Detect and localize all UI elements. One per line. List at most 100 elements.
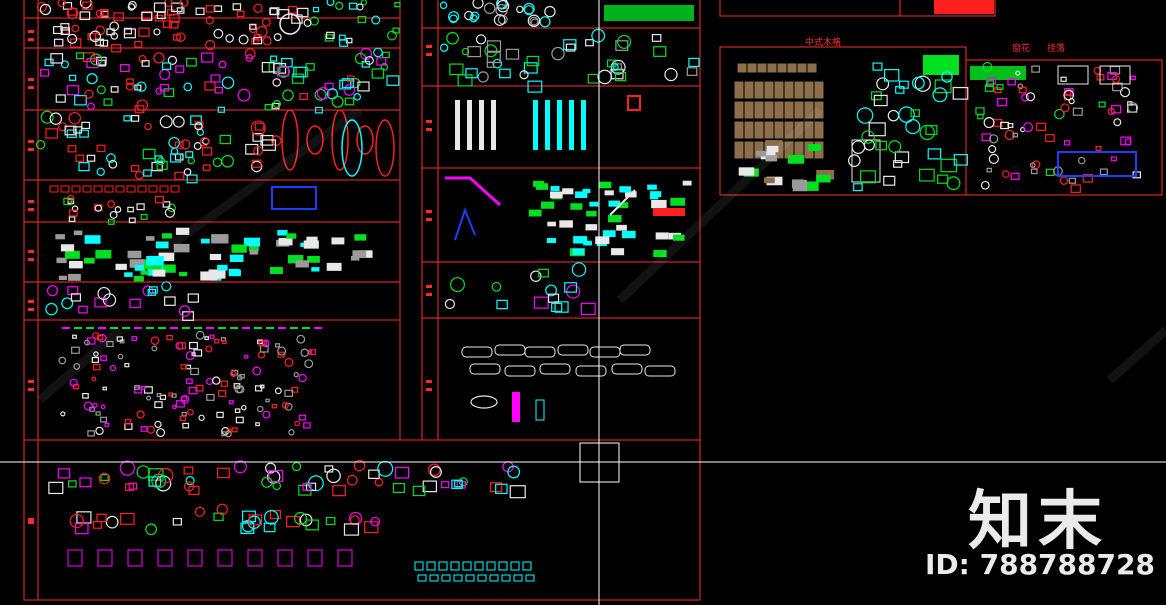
cad-block — [486, 561, 496, 571]
row-label-mark — [28, 200, 34, 203]
cad-block — [278, 237, 293, 246]
cad-block — [281, 401, 289, 409]
cad-block — [263, 522, 276, 533]
cad-block — [263, 510, 279, 525]
cad-block — [353, 93, 362, 101]
cad-block — [294, 420, 300, 427]
cad-block — [74, 523, 89, 535]
cad-block — [497, 14, 508, 25]
cad-block — [570, 203, 583, 210]
cad-block — [100, 474, 109, 482]
cad-block — [157, 549, 173, 567]
cad-block — [125, 82, 134, 91]
cad-block — [95, 9, 104, 18]
cad-block — [104, 185, 114, 193]
cad-block — [69, 513, 84, 529]
cad-block — [495, 483, 508, 494]
cad-block — [96, 85, 106, 95]
cad-block — [1030, 168, 1038, 175]
cad-block — [414, 561, 424, 571]
cad-block — [234, 408, 241, 414]
cad-block — [348, 2, 358, 10]
cad-block — [1111, 105, 1122, 114]
cad-block — [757, 63, 767, 73]
cad-block — [341, 78, 354, 89]
cad-block — [274, 387, 282, 395]
cad-block — [45, 128, 59, 139]
cad-block — [296, 7, 309, 18]
cad-block — [767, 63, 777, 73]
cad-block — [257, 339, 263, 345]
cad-block — [744, 81, 754, 99]
cad-block — [253, 145, 263, 156]
cad-block — [228, 400, 234, 405]
cad-block — [68, 111, 81, 125]
cad-block — [804, 121, 814, 139]
cad-block — [364, 55, 374, 65]
cad-block — [360, 0, 368, 6]
cad-block — [176, 7, 185, 14]
cad-block — [343, 523, 360, 536]
cad-block — [150, 336, 160, 346]
cad-block — [126, 78, 134, 85]
cad-block — [57, 0, 66, 8]
cad-block — [205, 5, 215, 13]
cad-block — [86, 73, 98, 85]
cad-block — [137, 185, 147, 193]
cad-block — [49, 112, 63, 125]
cad-block — [72, 334, 77, 339]
cad-block — [67, 145, 77, 153]
cad-block — [154, 420, 162, 429]
cad-block — [784, 81, 794, 99]
cad-block — [464, 10, 474, 21]
cad-block — [801, 181, 819, 191]
cad-block — [187, 408, 194, 416]
cad-block — [116, 336, 123, 342]
cad-block — [611, 248, 625, 256]
cad-block — [156, 392, 162, 398]
cad-block — [97, 286, 111, 301]
cad-block — [235, 416, 244, 424]
column-block — [569, 100, 574, 150]
cad-block — [617, 202, 629, 209]
car-block — [557, 344, 589, 356]
cad-block — [133, 386, 143, 394]
cad-block — [1015, 70, 1021, 76]
cad-block — [265, 398, 270, 403]
cad-block — [286, 233, 297, 239]
cad-block — [357, 81, 370, 92]
cad-block — [1060, 103, 1070, 113]
cad-block — [200, 238, 210, 244]
cad-block — [217, 549, 233, 567]
cad-block — [975, 107, 985, 115]
cad-block — [56, 257, 67, 264]
row-label-mark — [426, 293, 432, 296]
cad-block — [74, 95, 87, 106]
cad-block — [371, 15, 381, 25]
cad-block — [178, 305, 191, 317]
cad-block — [591, 28, 606, 43]
cad-block — [513, 574, 523, 582]
cad-block — [124, 363, 130, 368]
watermark-stripe — [1107, 326, 1166, 384]
cad-block — [284, 357, 294, 367]
cad-block — [256, 25, 268, 38]
cad-block — [245, 54, 254, 62]
cad-block — [282, 89, 294, 102]
cad-block — [1119, 87, 1131, 98]
cad-block — [79, 129, 89, 138]
column-block — [557, 100, 562, 150]
cad-block — [68, 216, 76, 222]
cad-block — [335, 1, 344, 10]
cad-block — [106, 28, 115, 36]
cad-block — [221, 76, 235, 89]
cad-block — [250, 160, 263, 173]
cad-block — [562, 188, 574, 195]
cad-block — [130, 165, 140, 172]
cad-block — [146, 255, 164, 266]
cad-block — [1031, 160, 1041, 170]
cad-block — [356, 3, 364, 11]
